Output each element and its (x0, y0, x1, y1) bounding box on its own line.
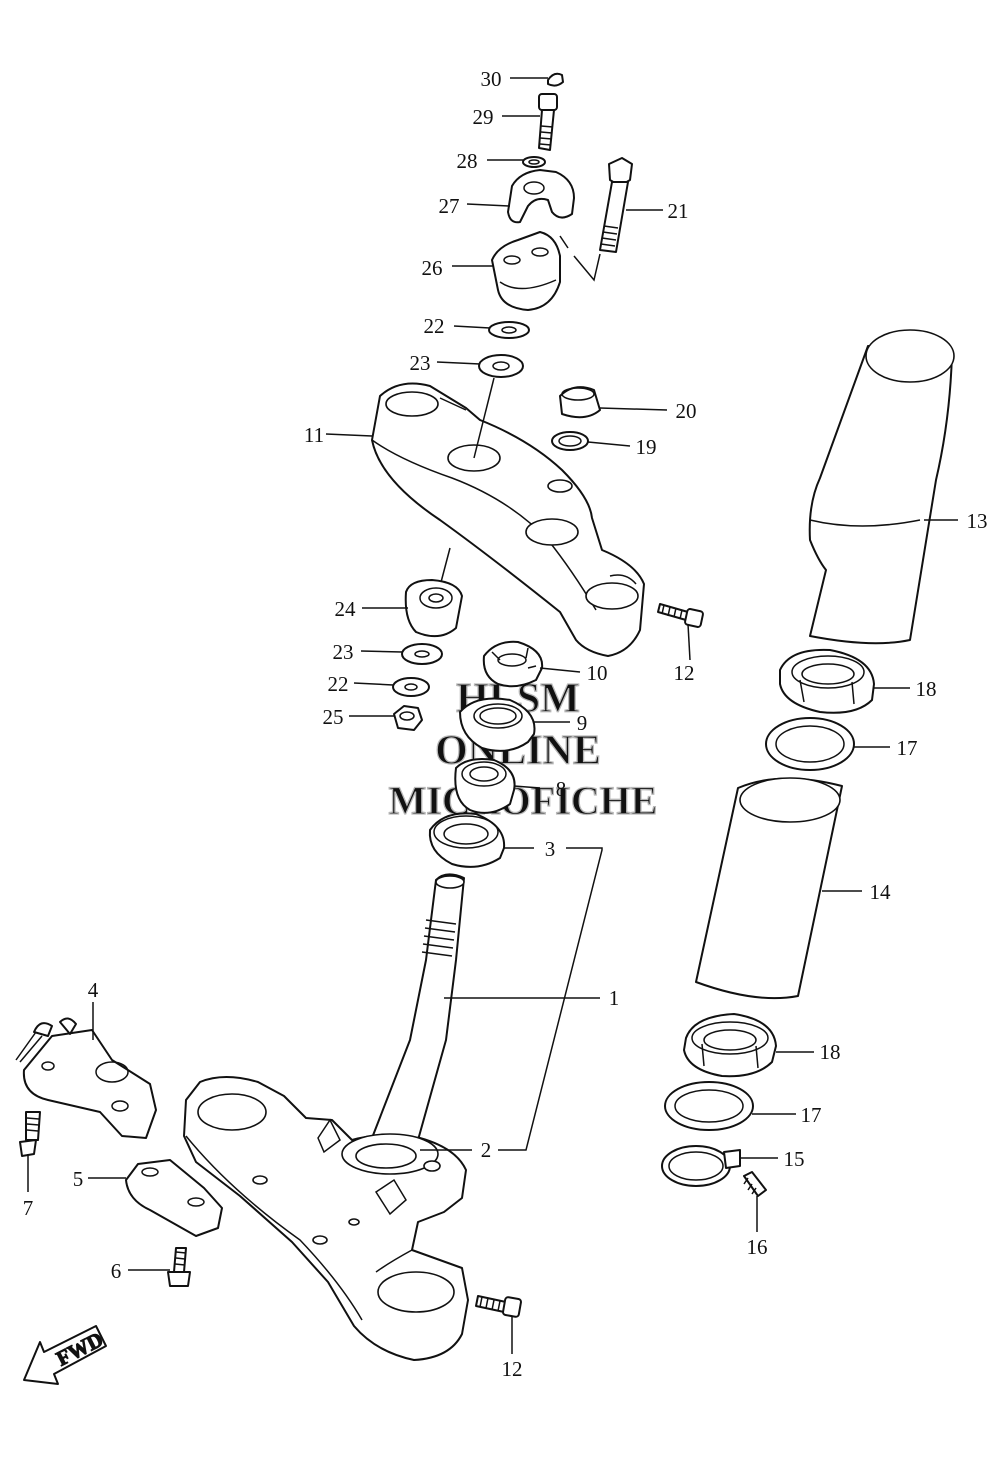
part-22-washer-upper (488, 321, 530, 339)
part-18-collar-upper (779, 648, 875, 714)
part-23-washer-lower (401, 643, 443, 665)
part-5-lock-cover (125, 1159, 223, 1237)
part-15-clamp (661, 1145, 741, 1187)
callout-numbers: 30 29 28 27 21 26 22 23 20 19 11 13 24 1… (23, 67, 988, 1381)
part-28-washer (522, 156, 546, 168)
part-25-nut (393, 705, 423, 731)
callout-30: 30 (481, 67, 502, 91)
part-1-steering-stem (371, 873, 465, 1141)
callout-23-upper: 23 (410, 351, 431, 375)
part-26-holder-lower (491, 231, 561, 311)
part-3-bearing (428, 812, 506, 868)
callout-22-lower: 22 (328, 672, 349, 696)
part-20-cap (559, 386, 601, 419)
part-22-washer-lower (392, 677, 430, 697)
callout-3: 3 (545, 837, 556, 861)
part-4-lock (15, 1017, 157, 1139)
part-17-ring-upper (765, 717, 855, 771)
part-10-nut (482, 640, 544, 688)
part-13-upper-cover (808, 329, 955, 645)
part-23-washer-upper (478, 354, 524, 378)
part-2-lower-bracket (183, 1076, 469, 1361)
callout-27: 27 (439, 194, 460, 218)
part-9-seal (459, 697, 536, 752)
callout-10: 10 (587, 661, 608, 685)
callout-12-lower: 12 (502, 1357, 523, 1381)
part-8-bearing (454, 758, 516, 814)
part-24-damper (404, 579, 463, 638)
callout-18-lower: 18 (820, 1040, 841, 1064)
callout-11: 11 (304, 423, 324, 447)
callout-21: 21 (668, 199, 689, 223)
part-29-bolt (538, 93, 558, 151)
callout-20: 20 (676, 399, 697, 423)
callout-17-upper: 17 (897, 736, 918, 760)
leader-lines (27, 77, 958, 1354)
callout-5: 5 (73, 1167, 84, 1191)
fwd-arrow-icon: FWD (23, 1325, 107, 1385)
callout-24: 24 (335, 597, 357, 621)
callout-9: 9 (577, 711, 588, 735)
callout-23-lower: 23 (333, 640, 354, 664)
callout-15: 15 (784, 1147, 805, 1171)
watermark: HLSM ONLINE MICROFICHE (388, 675, 658, 823)
part-6-bolt (167, 1247, 191, 1287)
callout-19: 19 (636, 435, 657, 459)
part-7-stud (19, 1111, 41, 1157)
part-30-cap (547, 72, 564, 87)
callout-1: 1 (609, 986, 620, 1010)
part-18-collar-lower (683, 1013, 777, 1078)
part-12-bolt-upper (657, 603, 704, 628)
part-12-bolt-lower (475, 1295, 522, 1318)
callout-8: 8 (556, 777, 567, 801)
callout-17-lower: 17 (801, 1103, 822, 1127)
callout-16: 16 (747, 1235, 768, 1259)
part-14-lower-cover (695, 777, 843, 1000)
callout-6: 6 (111, 1259, 122, 1283)
watermark-line-3: MICROFICHE (389, 778, 658, 823)
callout-12-upper: 12 (674, 661, 695, 685)
part-27-holder-upper (507, 169, 575, 224)
callout-14: 14 (870, 880, 892, 904)
callout-26: 26 (422, 256, 443, 280)
callout-18-upper: 18 (916, 677, 937, 701)
callout-22-upper: 22 (424, 314, 445, 338)
callout-2: 2 (481, 1138, 492, 1162)
callout-13: 13 (967, 509, 988, 533)
part-21-bolt (559, 157, 633, 282)
callout-25: 25 (323, 705, 344, 729)
callout-28: 28 (457, 149, 478, 173)
callout-7: 7 (23, 1196, 34, 1220)
part-19-ring (551, 431, 589, 451)
part-17-ring-lower (664, 1081, 754, 1131)
callout-4: 4 (88, 978, 99, 1002)
callout-29: 29 (473, 105, 494, 129)
part-16-screw (743, 1171, 767, 1197)
